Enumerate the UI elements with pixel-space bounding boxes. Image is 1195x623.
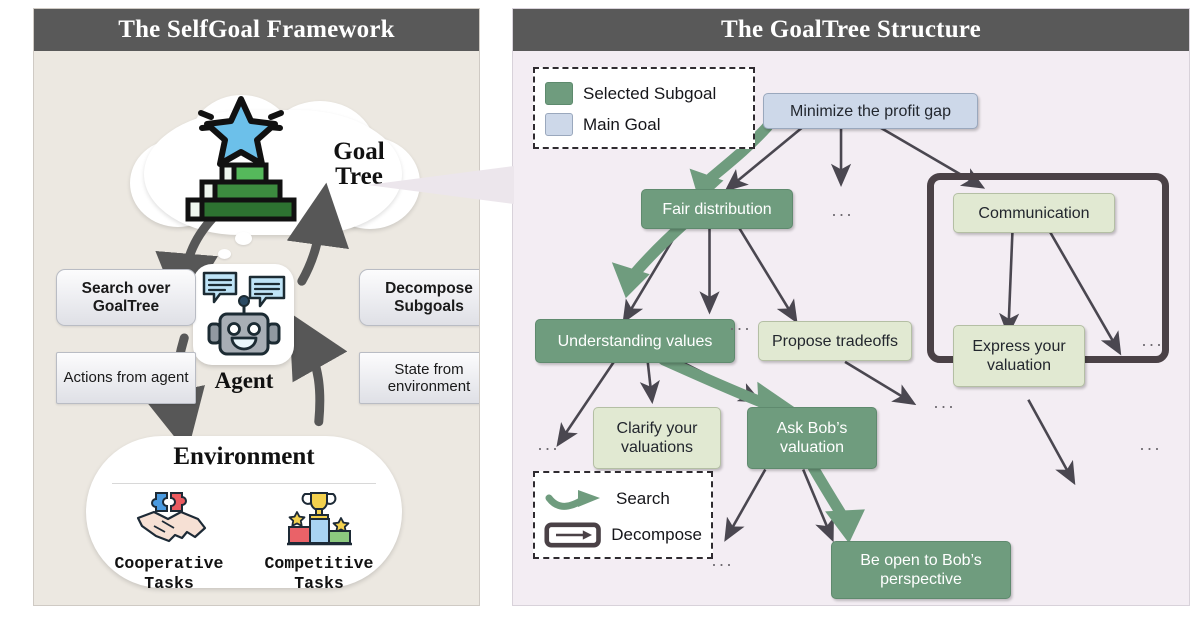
legend-label-main-goal: Main Goal <box>583 114 661 134</box>
environment-caption-cooperative: Cooperative Tasks <box>114 554 224 593</box>
selected-subgoal-swatch <box>545 82 573 105</box>
ellipsis-marker: ··· <box>831 204 854 224</box>
left-panel-body: Goal Tree <box>34 51 479 605</box>
legend-label-decompose: Decompose <box>611 525 702 544</box>
node-clarify-your-valuations[interactable]: Clarify your valuations <box>593 407 721 469</box>
tag-decompose-subgoals: Decompose Subgoals <box>359 269 479 326</box>
main-goal-swatch <box>545 113 573 136</box>
left-panel-title: The SelfGoal Framework <box>118 16 395 43</box>
cloud-to-tree-connector <box>368 166 514 204</box>
ellipsis-marker: ··· <box>711 554 734 574</box>
legend-label-selected-subgoal: Selected Subgoal <box>583 83 717 103</box>
goal-tree-stack-icon <box>169 95 319 225</box>
tag-actions-from-agent: Actions from agent <box>56 352 196 404</box>
environment-caption-competitive: Competitive Tasks <box>264 554 374 593</box>
dark-framed-arrow-icon <box>544 522 601 548</box>
green-curved-arrow-icon <box>545 490 600 510</box>
legend-edge-types: Search Decompose <box>533 471 713 559</box>
node-propose-tradeoffs[interactable]: Propose tradeoffs <box>758 321 912 361</box>
right-panel-header: The GoalTree Structure <box>513 9 1189 51</box>
agent-label: Agent <box>214 368 274 393</box>
environment-divider <box>112 483 376 484</box>
environment-card <box>86 436 402 588</box>
selfgoal-framework-panel: The SelfGoal Framework <box>33 8 480 606</box>
environment-title: Environment <box>173 443 315 470</box>
right-panel-body: Minimize the profit gap Fair distributio… <box>513 51 1189 605</box>
podium-trophy-icon <box>287 492 352 546</box>
robot-agent-icon <box>198 267 290 362</box>
goal-tree-label: Goal Tree <box>316 139 402 189</box>
environment-column-competitive: Competitive Tasks <box>244 488 394 594</box>
ellipsis-marker: ··· <box>933 396 956 416</box>
environment-column-cooperative: Cooperative Tasks <box>94 488 244 594</box>
node-fair-distribution[interactable]: Fair distribution <box>641 189 793 229</box>
right-panel-title: The GoalTree Structure <box>721 16 981 43</box>
legend-row-decompose: Decompose <box>544 517 702 553</box>
node-minimize-the-profit-gap[interactable]: Minimize the profit gap <box>763 93 978 129</box>
node-communication[interactable]: Communication <box>953 193 1115 233</box>
tag-search-over-goaltree: Search over GoalTree <box>56 269 196 326</box>
node-be-open-to-bobs-perspective[interactable]: Be open to Bob’s perspective <box>831 541 1011 599</box>
ellipsis-marker: ··· <box>537 438 560 458</box>
tag-state-from-environment: State from environment <box>359 352 479 404</box>
goaltree-structure-panel: The GoalTree Structure <box>512 8 1190 606</box>
node-express-your-valuation[interactable]: Express your valuation <box>953 325 1085 387</box>
goal-tree-label-line1: Goal <box>333 138 385 165</box>
node-ask-bobs-valuation[interactable]: Ask Bob’s valuation <box>747 407 877 469</box>
ellipsis-marker: ··· <box>1141 334 1164 354</box>
legend-node-types: Selected Subgoal Main Goal <box>533 67 755 149</box>
legend-row-main-goal: Main Goal <box>545 109 743 140</box>
legend-row-search: Search <box>544 481 702 517</box>
legend-row-selected-subgoal: Selected Subgoal <box>545 78 743 109</box>
handshake-puzzle-icon <box>136 492 207 543</box>
thought-bubble-dot <box>235 232 252 245</box>
legend-label-search: Search <box>616 489 670 508</box>
ellipsis-marker: ··· <box>1139 438 1162 458</box>
thought-bubble-dot <box>218 249 231 259</box>
left-panel-header: The SelfGoal Framework <box>34 9 479 51</box>
node-understanding-values[interactable]: Understanding values <box>535 319 735 363</box>
ellipsis-marker: ··· <box>729 318 752 338</box>
